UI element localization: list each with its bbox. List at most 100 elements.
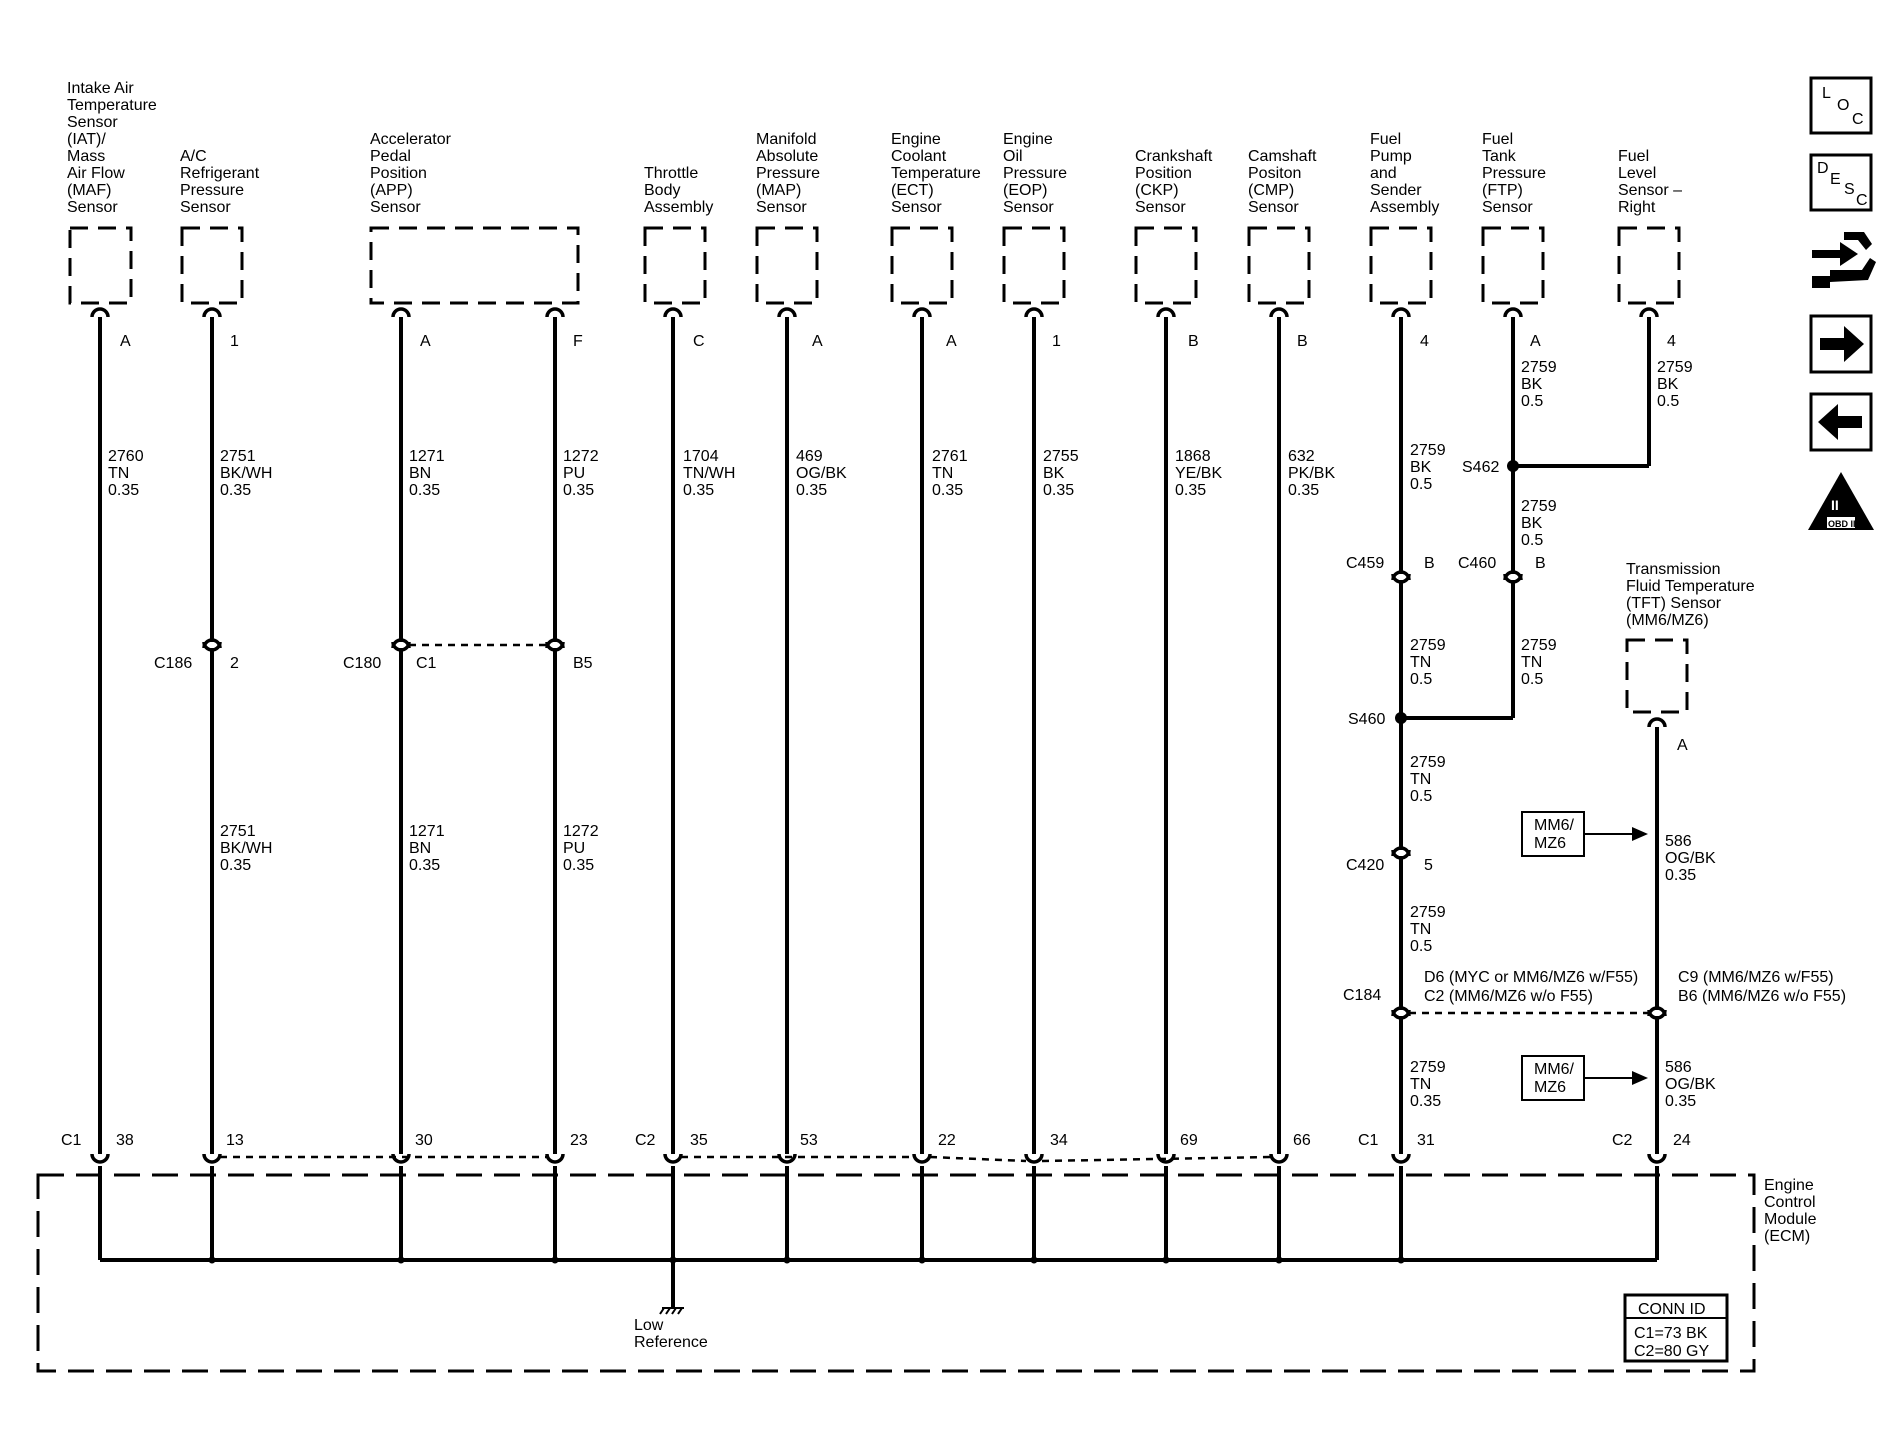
ac-sensor-box: [180, 226, 244, 305]
wrench-connector-icon[interactable]: [1812, 232, 1876, 288]
splice-s460: S460: [1348, 711, 1407, 728]
svg-text:MZ6: MZ6: [1534, 1079, 1566, 1096]
svg-text:Coolant: Coolant: [891, 148, 947, 165]
svg-text:B: B: [1424, 555, 1435, 572]
svg-text:2759: 2759: [1410, 442, 1446, 459]
svg-text:C2 (MM6/MZ6 w/o F55): C2 (MM6/MZ6 w/o F55): [1424, 988, 1593, 1005]
fuel-level-sensor-box: [1617, 226, 1681, 305]
ckp-sensor-label: Crankshaft Position (CKP) Sensor: [1135, 148, 1213, 216]
svg-text:(MM6/MZ6): (MM6/MZ6): [1626, 612, 1709, 629]
svg-text:0.35: 0.35: [1665, 1093, 1696, 1110]
svg-text:2759: 2759: [1521, 637, 1557, 654]
svg-text:Mass: Mass: [67, 148, 105, 165]
inline-connector-c459-c460: C459 B C460 B: [1346, 555, 1546, 591]
svg-text:Sensor –: Sensor –: [1618, 182, 1682, 199]
svg-text:Position: Position: [1135, 165, 1192, 182]
inline-connector-c186-c180: C186 2 C180 C1 B5: [154, 631, 593, 672]
svg-text:Sender: Sender: [1370, 182, 1422, 199]
svg-text:TN: TN: [1410, 771, 1431, 788]
option-mm6-mz6-upper: MM6/ MZ6: [1521, 811, 1648, 857]
eop-sensor-box: [1002, 226, 1066, 305]
svg-text:A: A: [946, 333, 957, 350]
previous-page-arrow-icon[interactable]: [1809, 392, 1873, 452]
svg-text:2759: 2759: [1521, 359, 1557, 376]
svg-text:B: B: [1535, 555, 1546, 572]
svg-text:OBD II: OBD II: [1828, 519, 1856, 529]
svg-text:0.35: 0.35: [683, 482, 714, 499]
svg-text:35: 35: [690, 1132, 708, 1149]
svg-text:0.35: 0.35: [796, 482, 827, 499]
svg-text:0.35: 0.35: [220, 857, 251, 874]
svg-text:Sensor: Sensor: [67, 114, 118, 131]
svg-text:OG/BK: OG/BK: [796, 465, 847, 482]
svg-text:Intake Air: Intake Air: [67, 80, 134, 97]
svg-text:A: A: [120, 333, 131, 350]
svg-text:Accelerator: Accelerator: [370, 131, 452, 148]
svg-text:Air Flow: Air Flow: [67, 165, 125, 182]
ecm-label: Engine Control Module (ECM): [1764, 1177, 1817, 1245]
svg-text:0.35: 0.35: [1175, 482, 1206, 499]
throttle-body-label: Throttle Body Assembly: [644, 165, 713, 216]
svg-text:Level: Level: [1618, 165, 1656, 182]
svg-text:31: 31: [1417, 1132, 1435, 1149]
svg-text:C2: C2: [1612, 1132, 1633, 1149]
svg-text:MZ6: MZ6: [1534, 835, 1566, 852]
svg-text:2755: 2755: [1043, 448, 1079, 465]
svg-text:Engine: Engine: [1003, 131, 1053, 148]
svg-text:BK: BK: [1521, 376, 1543, 393]
obd-ii-icon[interactable]: II OBD II: [1808, 472, 1874, 530]
svg-text:BK: BK: [1410, 459, 1432, 476]
svg-text:Transmission: Transmission: [1626, 561, 1721, 578]
svg-text:0.35: 0.35: [108, 482, 139, 499]
svg-text:B: B: [1188, 333, 1199, 350]
svg-text:TN: TN: [1410, 1076, 1431, 1093]
low-reference-label: Low Reference: [634, 1317, 708, 1351]
svg-text:0.35: 0.35: [563, 857, 594, 874]
svg-text:E: E: [1830, 171, 1841, 188]
desc-button[interactable]: D E S C: [1809, 153, 1873, 212]
svg-text:A: A: [1677, 737, 1688, 754]
svg-text:Assembly: Assembly: [644, 199, 713, 216]
ect-sensor-label: Engine Coolant Temperature (ECT) Sensor: [891, 131, 981, 216]
inline-connector-c184: C184 D6 (MYC or MM6/MZ6 w/F55) C2 (MM6/M…: [1343, 969, 1846, 1027]
svg-text:S460: S460: [1348, 711, 1385, 728]
svg-text:Fuel: Fuel: [1482, 131, 1513, 148]
next-page-arrow-icon[interactable]: [1809, 314, 1873, 374]
svg-text:(MAF): (MAF): [67, 182, 111, 199]
svg-text:Fuel: Fuel: [1618, 148, 1649, 165]
svg-text:C180: C180: [343, 655, 381, 672]
app-sensor-box: [369, 226, 580, 305]
svg-text:1271: 1271: [409, 448, 445, 465]
svg-text:C1=73 BK: C1=73 BK: [1634, 1325, 1708, 1342]
svg-text:Pump: Pump: [1370, 148, 1412, 165]
svg-text:C460: C460: [1458, 555, 1496, 572]
svg-text:Right: Right: [1618, 199, 1656, 216]
svg-text:Sensor: Sensor: [756, 199, 807, 216]
svg-text:Temperature: Temperature: [891, 165, 981, 182]
svg-text:53: 53: [800, 1132, 818, 1149]
svg-text:C1: C1: [416, 655, 437, 672]
svg-text:A: A: [420, 333, 431, 350]
svg-text:CONN ID: CONN ID: [1638, 1301, 1706, 1318]
svg-text:Tank: Tank: [1482, 148, 1517, 165]
tft-sensor-box: [1625, 638, 1689, 714]
loc-button[interactable]: L O C: [1809, 76, 1873, 135]
svg-text:Fluid Temperature: Fluid Temperature: [1626, 578, 1755, 595]
svg-text:Module: Module: [1764, 1211, 1817, 1228]
svg-text:0.35: 0.35: [409, 482, 440, 499]
svg-text:2751: 2751: [220, 823, 256, 840]
svg-text:C1: C1: [61, 1132, 82, 1149]
bus-dots: [208, 1256, 1405, 1264]
svg-text:34: 34: [1050, 1132, 1068, 1149]
svg-text:Sensor: Sensor: [1003, 199, 1054, 216]
svg-text:C: C: [693, 333, 705, 350]
svg-text:(TFT) Sensor: (TFT) Sensor: [1626, 595, 1722, 612]
svg-text:BN: BN: [409, 840, 431, 857]
app-sensor-label: Accelerator Pedal Position (APP) Sensor: [370, 131, 452, 216]
svg-text:Refrigerant: Refrigerant: [180, 165, 260, 182]
svg-text:C420: C420: [1346, 857, 1384, 874]
svg-text:0.35: 0.35: [1288, 482, 1319, 499]
fuel-pump-label: Fuel Pump and Sender Assembly: [1370, 131, 1439, 216]
